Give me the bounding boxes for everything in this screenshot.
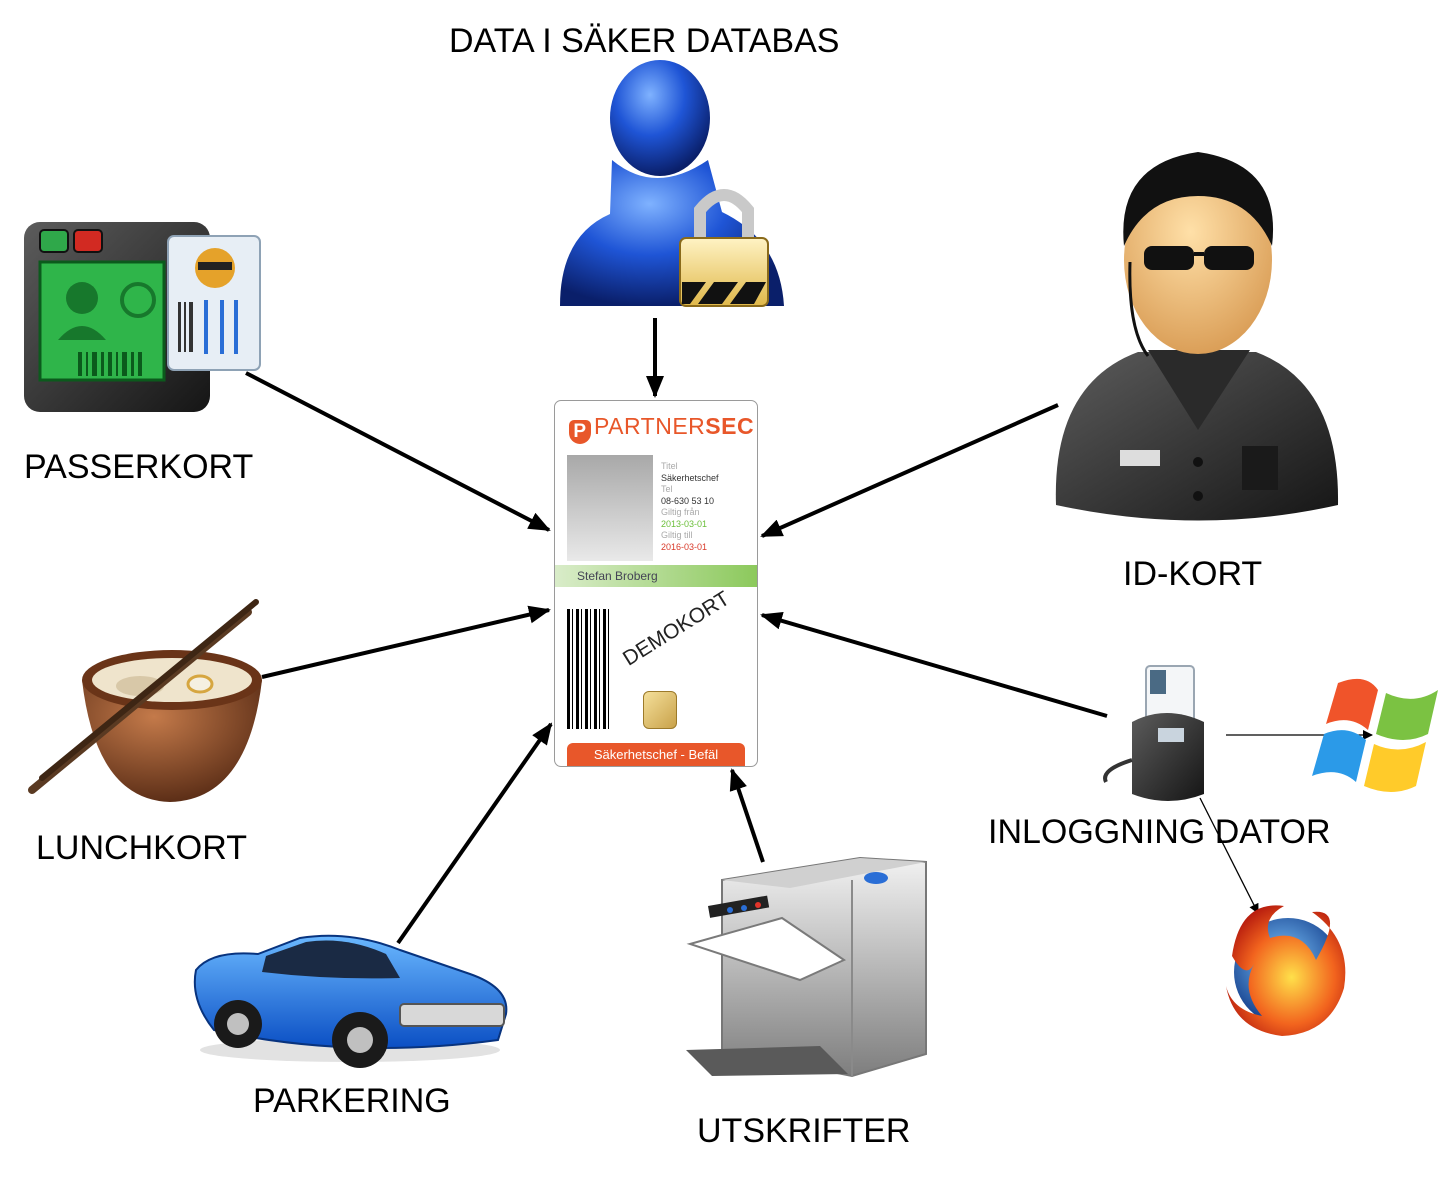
card-role: Säkerhetschef - Befäl <box>593 747 719 762</box>
smart-chip-icon <box>643 691 677 729</box>
arrow-passerkort-to-card <box>245 371 551 532</box>
card-info-line: Titel <box>661 461 678 471</box>
label-lunchkort: LUNCHKORT <box>36 829 247 867</box>
card-info-line: Giltig till <box>661 530 693 540</box>
arrow-lunchkort-to-card <box>261 605 551 679</box>
card-info: Titel Säkerhetschef Tel 08-630 53 10 Gil… <box>661 461 719 553</box>
label-inloggning: INLOGGNING DATOR <box>988 813 1331 851</box>
card-info-line: Giltig från <box>661 507 700 517</box>
locked-user-icon <box>560 60 784 307</box>
label-parkering: PARKERING <box>253 1082 451 1120</box>
access-card-reader-icon <box>24 222 261 412</box>
card-holder-name: Stefan Broberg <box>577 569 658 583</box>
label-utskrifter: UTSKRIFTER <box>697 1112 911 1150</box>
card-brand-light: PARTNER <box>594 413 706 439</box>
card-valid-to: 2016-03-01 <box>661 541 708 552</box>
partnersec-logo-icon: P <box>569 420 591 444</box>
card-role-bar: Säkerhetschef - Befäl <box>567 743 745 766</box>
label-idkort: ID-KORT <box>1123 555 1263 593</box>
noodle-bowl-icon <box>28 599 262 802</box>
label-passerkort: PASSERKORT <box>24 448 254 486</box>
printer-icon <box>686 856 927 1078</box>
card-info-line: Tel <box>661 484 673 494</box>
security-guard-icon <box>1055 152 1339 521</box>
label-database: DATA I SÄKER DATABAS <box>449 22 840 60</box>
arrow-reader-to-firefox <box>1199 797 1259 914</box>
card-info-line: 08-630 53 10 <box>661 495 715 506</box>
card-photo <box>567 455 653 561</box>
arrow-parkering-to-card <box>396 722 553 945</box>
card-info-line: Säkerhetschef <box>661 472 719 483</box>
card-valid-from: 2013-03-01 <box>661 518 708 529</box>
blue-car-icon <box>193 934 508 1068</box>
card-barcode <box>567 609 611 729</box>
card-brand-bold: SEC <box>705 413 755 439</box>
smart-card-reader-icon <box>1103 665 1204 801</box>
arrow-utskrifter-to-card <box>729 768 765 863</box>
windows-logo-icon <box>1312 678 1438 792</box>
card-name-bar: Stefan Broberg <box>555 565 757 587</box>
arrow-inloggning-to-card <box>760 611 1108 718</box>
card-watermark: DEMOKORT <box>619 586 734 671</box>
firefox-logo-icon <box>1226 905 1346 1036</box>
arrow-idkort-to-card <box>760 403 1059 538</box>
